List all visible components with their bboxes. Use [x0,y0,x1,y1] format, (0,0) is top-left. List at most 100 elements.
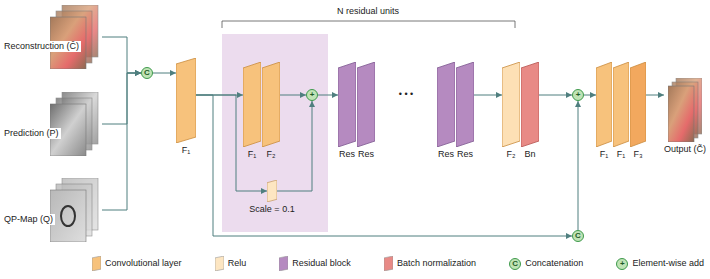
layer-slab [338,62,356,147]
layer-label: F₁ [596,149,612,160]
connector [578,101,579,230]
layer-label: Res [338,149,356,160]
legend-label: Relu [228,258,247,269]
legend-item: C Concatenation [509,258,583,270]
conv-layer: F₃ [630,62,646,160]
layer-face [357,62,375,147]
legend-label: Batch normalization [397,258,476,269]
symbol-letter: C [142,68,152,78]
input-image-stack: Prediction (P) [2,92,102,156]
layer-slab [176,58,196,143]
layer-face [243,62,261,147]
layer-slab [243,62,261,147]
residual-block: Res [357,62,375,160]
conv-layer: F₁ [596,62,612,160]
legend-item: Convolutional layer [92,256,182,271]
layer-label: Scale = 0.1 [249,204,294,215]
image-layer [50,190,86,242]
input-image-stack: Reconstruction (Ĉ) [2,5,102,69]
layer-slab [630,62,646,147]
legend-swatch [384,256,393,271]
concat-node: C [572,230,584,242]
conv-layer: F₁ [243,62,261,160]
layer-label: Res [456,149,474,160]
layer-face [630,62,646,147]
legend-symbol: + [616,258,628,270]
connector [153,73,176,74]
layer-face [521,62,539,147]
layer-slab [596,62,612,147]
symbol-letter: + [307,90,317,100]
layer-slab [521,62,539,147]
connector [584,95,596,96]
conv-layer: F₂ [262,62,280,160]
image-stack-picture [50,178,100,242]
layer-face [176,58,196,143]
output-label: Output (C̃) [664,144,706,155]
bracket [222,21,515,28]
layer-face [613,62,629,147]
connector [277,101,312,191]
connector [539,95,572,96]
input-image-stack: QP-Map (Q) [2,178,102,242]
connector [102,73,141,124]
layer-label: F₁ [243,149,261,160]
connector [102,73,141,210]
layer-label: Res [437,149,455,160]
swatch-face [92,256,101,271]
relu-scale: Scale = 0.1 [249,180,294,215]
input-label: QP-Map (Q) [2,214,55,225]
concat-node: C [141,67,153,79]
qp-shape [61,206,75,226]
legend-label: Convolutional layer [105,258,182,269]
connector [646,95,664,96]
layer-slab [502,62,520,147]
legend: Convolutional layer Relu Residual block Bat… [92,256,704,271]
layer-slab [262,62,280,147]
legend-item: Residual block [279,256,351,271]
symbol-letter: + [617,259,627,269]
add-node: + [572,89,584,101]
image-stack-picture [668,78,702,142]
residual-block: Res [338,62,356,160]
layer-slab [613,62,629,147]
add-node: + [306,89,318,101]
connector [318,95,338,96]
image-layer [668,86,694,142]
legend-swatch [215,256,224,271]
connector [474,95,502,96]
residual-block: Res [437,62,455,160]
connector [280,95,306,96]
symbol-letter: C [573,231,583,241]
layer-label: Res [357,149,375,160]
image-stack-picture [50,92,100,156]
layer-label: F₁ [176,145,196,156]
layer-label: F₂ [502,149,520,160]
legend-label: Residual block [292,258,351,269]
legend-symbol: C [509,258,521,270]
legend-swatch [92,256,101,271]
layer-label: F₃ [630,149,646,160]
layer-slab [437,62,455,147]
layer-face [267,180,277,202]
swatch-face [384,256,393,271]
legend-swatch [279,256,288,271]
group-label: N residual units [335,6,401,17]
layer-face [596,62,612,147]
residual-block: Res [456,62,474,160]
conv-layer: F₁ [176,58,196,156]
symbol-letter: C [510,259,520,269]
layer-face [338,62,356,147]
swatch-face [279,256,288,271]
input-label: Prediction (P) [2,128,61,139]
legend-item: +Element-wise add [616,258,704,270]
legend-label: Concatenation [525,258,583,269]
symbol-letter: + [573,90,583,100]
legend-item: Batch normalization [384,256,476,271]
layer-slab [357,62,375,147]
layer-label: F₁ [613,149,629,160]
layer-face [456,62,474,147]
layer-face [502,62,520,147]
ellipsis: • • • [397,89,415,100]
